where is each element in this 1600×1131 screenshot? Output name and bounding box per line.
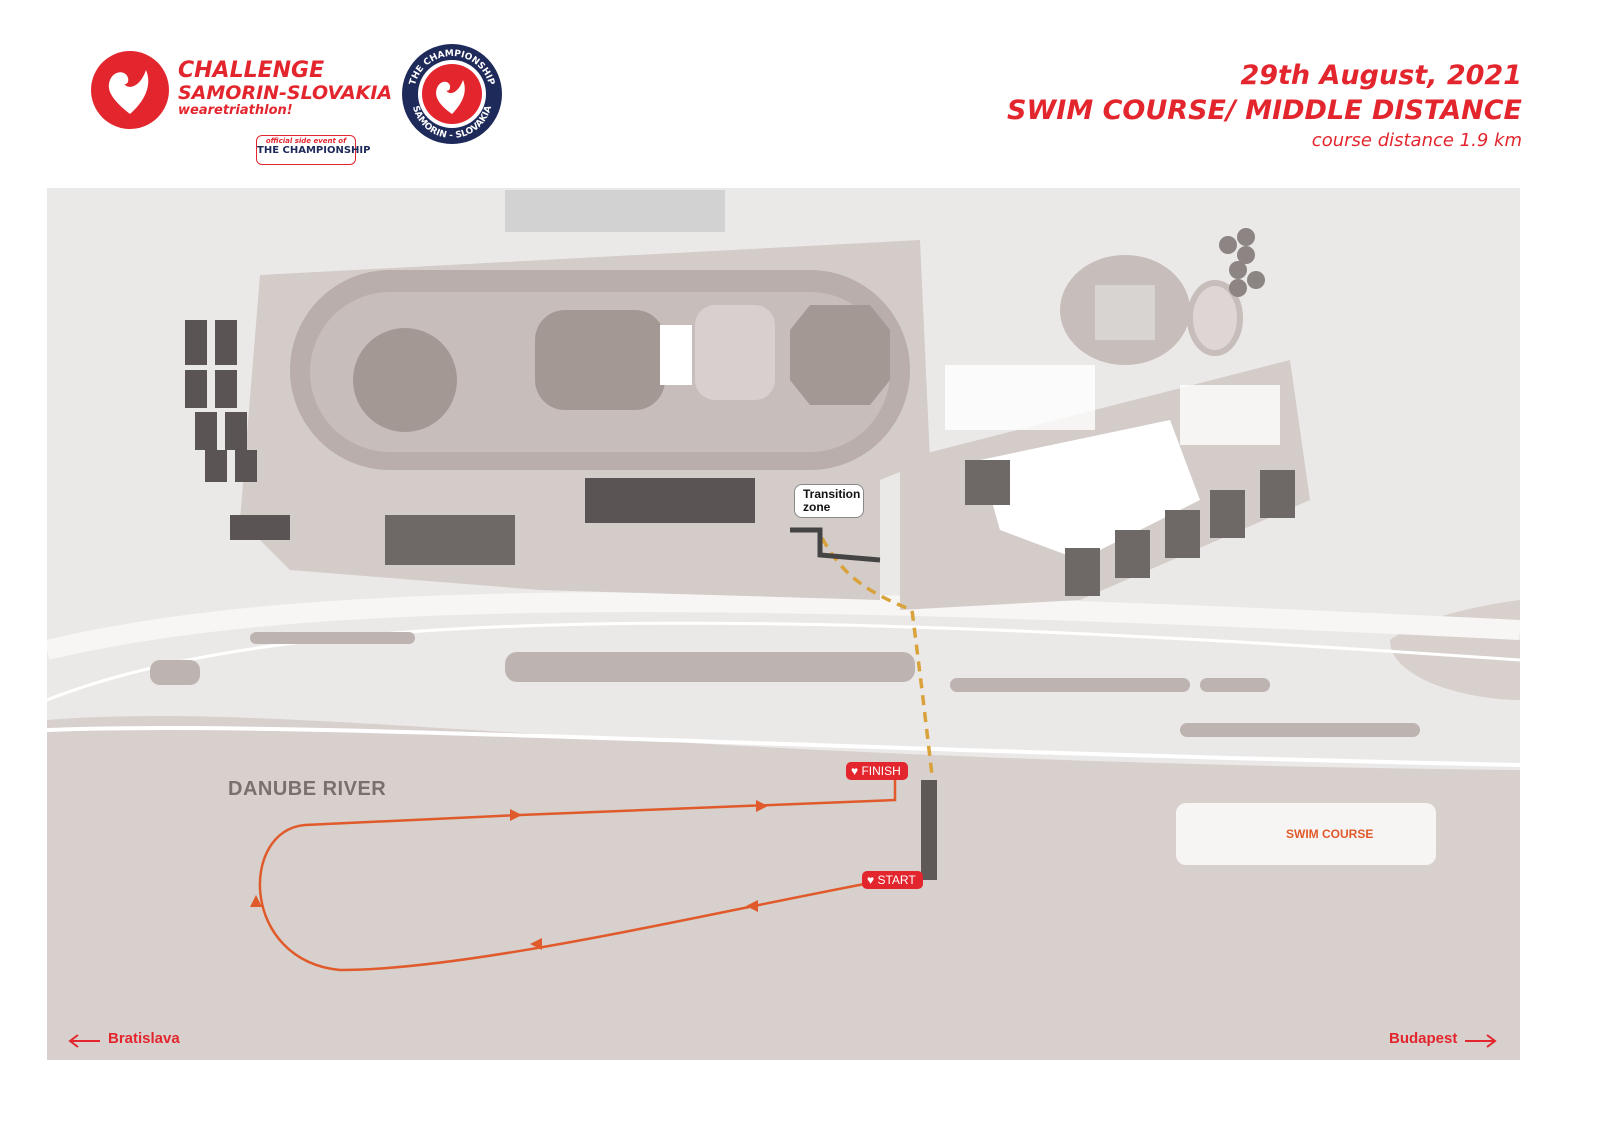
side-event-badge: official side event of THE CHAMPIONSHIP: [256, 135, 371, 165]
arena: [353, 328, 457, 432]
hotel-building: [980, 420, 1200, 560]
arena: [535, 310, 665, 410]
start-marker: ♥ START: [862, 871, 923, 889]
legend: SWIM COURSE: [1176, 803, 1436, 865]
riverside-road: [47, 726, 1520, 767]
start-label: START: [877, 873, 916, 887]
logo-challenge: CHALLENGE: [178, 58, 325, 83]
transition-zone-label: Transition zone: [794, 484, 864, 518]
arrow-icon: [250, 895, 262, 907]
side-event-text: official side event of: [265, 137, 347, 145]
swim-course-line: [258, 780, 897, 972]
arrow-icon: [756, 800, 768, 812]
danube-river: [47, 715, 1520, 1060]
west-direction: Bratislava: [108, 1030, 180, 1047]
east-direction: Budapest: [1389, 1030, 1458, 1047]
stables: [185, 320, 755, 565]
course-map: [47, 188, 1520, 1060]
logo-tagline: wearetriathlon!: [178, 103, 293, 118]
page-title: SWIM COURSE/ MIDDLE DISTANCE: [1007, 95, 1522, 126]
header: 29th August, 2021 SWIM COURSE/ MIDDLE DI…: [1007, 60, 1522, 151]
heart-icon: ♥: [851, 764, 862, 778]
silos: [1219, 228, 1265, 297]
football-pitch: [1095, 285, 1155, 340]
arrow-icon: [510, 809, 522, 821]
heart-logo-icon: [91, 51, 169, 129]
finish-label: FINISH: [861, 764, 901, 778]
arena: [790, 305, 890, 405]
parking: [505, 190, 725, 232]
arrow-icon: [746, 900, 758, 912]
embankment: [47, 592, 1520, 660]
swim-direction-arrows: [250, 800, 768, 950]
trees: [150, 632, 1420, 737]
event-date: 29th August, 2021: [1240, 60, 1522, 91]
transition-chute: [790, 527, 881, 563]
small-track: [1187, 280, 1243, 356]
arrow-left-icon: [68, 1034, 100, 1048]
arrow-icon: [530, 938, 542, 950]
paddocks: [945, 365, 1280, 445]
heart-icon: [436, 80, 465, 114]
championship-badge: THE CHAMPIONSHIP SAMORIN - SLOVAKIA: [400, 42, 504, 150]
heart-icon: ♥: [867, 873, 878, 887]
jetty: [921, 780, 937, 880]
legend-label: SWIM COURSE: [1286, 827, 1374, 841]
stand: [660, 325, 692, 385]
logo-location: SAMORIN-SLOVAKIA: [178, 82, 393, 104]
challenge-logo: CHALLENGE SAMORIN-SLOVAKIA wearetriathlo…: [90, 48, 392, 165]
arrow-right-icon: [1465, 1034, 1497, 1048]
hotel-wings: [965, 460, 1295, 596]
course-distance: course distance 1.9 km: [1311, 130, 1522, 151]
finish-marker: ♥ FINISH: [846, 762, 908, 780]
arena: [695, 305, 775, 400]
river-label: DANUBE RIVER: [228, 778, 387, 800]
side-event-name: THE CHAMPIONSHIP: [257, 145, 371, 156]
